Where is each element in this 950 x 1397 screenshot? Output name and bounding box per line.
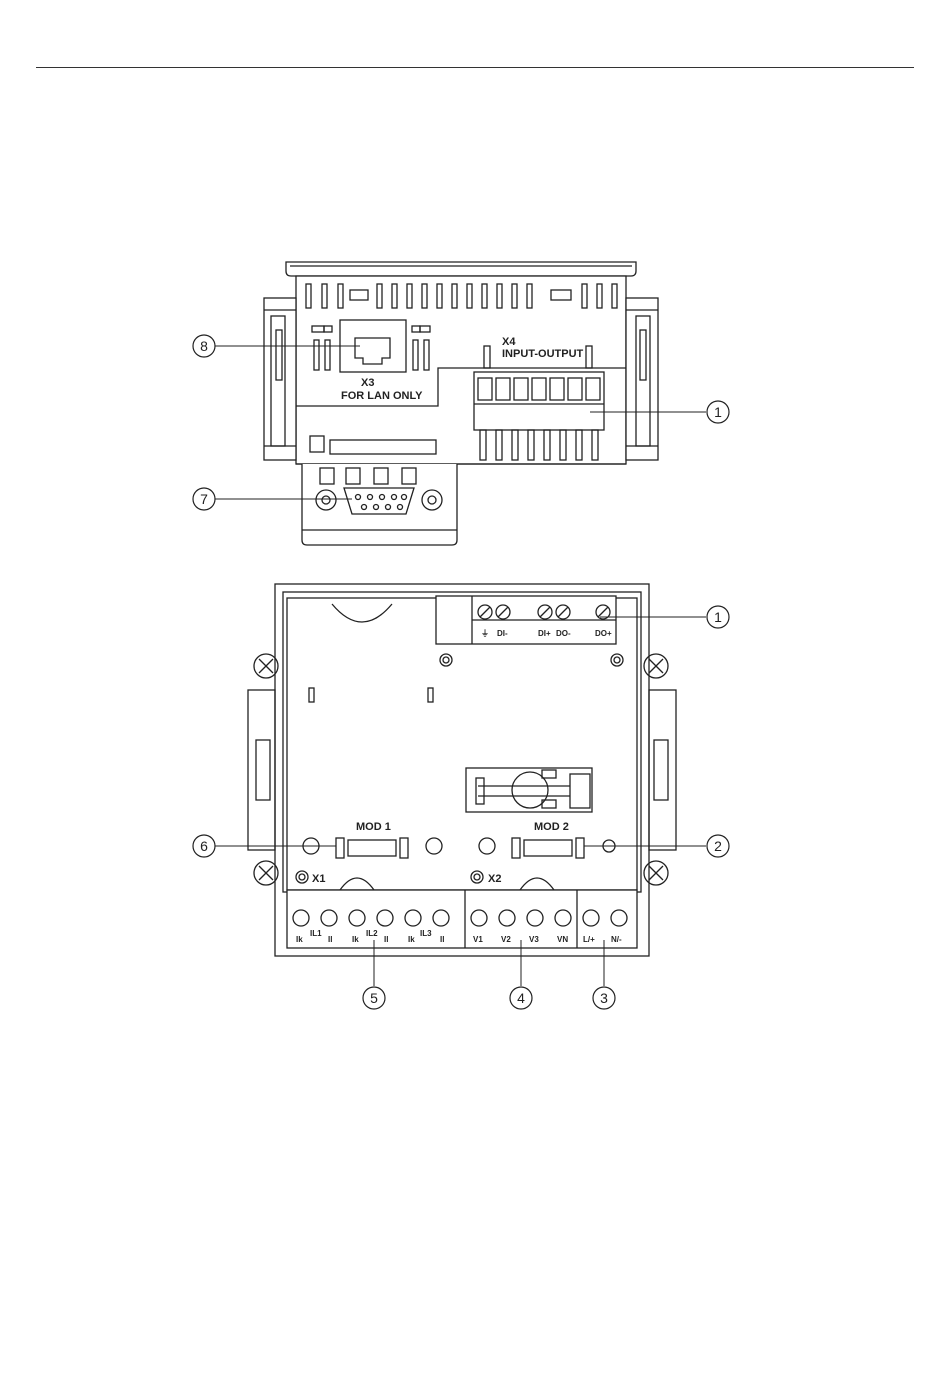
current-terminal-label: Il xyxy=(440,935,444,944)
current-terminal-label: Il xyxy=(328,935,332,944)
current-terminal-label: IL3 xyxy=(420,929,432,938)
current-terminal-label: Ik xyxy=(408,935,415,944)
supply-terminal-label: L/+ xyxy=(583,935,595,944)
mod2-label: MOD 2 xyxy=(534,821,569,833)
top-view-housing xyxy=(264,262,658,545)
callout-2: 2 xyxy=(714,838,722,854)
terminal-label-earth: ⏚ xyxy=(481,629,489,638)
callout-4: 4 xyxy=(517,990,525,1006)
callout-1-top: 1 xyxy=(714,404,722,420)
callout-5: 5 xyxy=(370,990,378,1006)
terminal-label-do-minus: DO- xyxy=(556,629,571,638)
x3-title: X3 xyxy=(361,377,374,389)
mod1-label: MOD 1 xyxy=(356,821,391,833)
voltage-terminal-label: VN xyxy=(557,935,568,944)
terminal-block-io xyxy=(436,596,616,644)
supply-terminal-label: N/- xyxy=(611,935,622,944)
voltage-terminal-label: V1 xyxy=(473,935,483,944)
bottom-view-housing xyxy=(248,584,676,956)
current-terminal-label: IL1 xyxy=(310,929,322,938)
voltage-terminal-label: V3 xyxy=(529,935,539,944)
callout-1-bottom: 1 xyxy=(714,609,722,625)
callout-8: 8 xyxy=(200,338,208,354)
battery-holder xyxy=(466,768,592,812)
current-terminal-label: IL2 xyxy=(366,929,378,938)
terminal-label-di-plus: DI+ xyxy=(538,629,551,638)
callout-6: 6 xyxy=(200,838,208,854)
x4-title: X4 xyxy=(502,336,516,348)
terminal-label-do-plus: DO+ xyxy=(595,629,612,638)
terminal-label-di-minus: DI- xyxy=(497,629,508,638)
current-terminal-label: Il xyxy=(384,935,388,944)
current-terminal-label: Ik xyxy=(352,935,359,944)
x4-text: INPUT-OUTPUT xyxy=(502,348,584,360)
serial-port-module xyxy=(302,464,457,545)
x2-label: X2 xyxy=(488,873,501,885)
x1-label: X1 xyxy=(312,873,325,885)
callout-3: 3 xyxy=(600,990,608,1006)
current-terminal-label: Ik xyxy=(296,935,303,944)
callout-7: 7 xyxy=(200,491,208,507)
x3-text: FOR LAN ONLY xyxy=(341,390,423,402)
voltage-terminal-label: V2 xyxy=(501,935,511,944)
